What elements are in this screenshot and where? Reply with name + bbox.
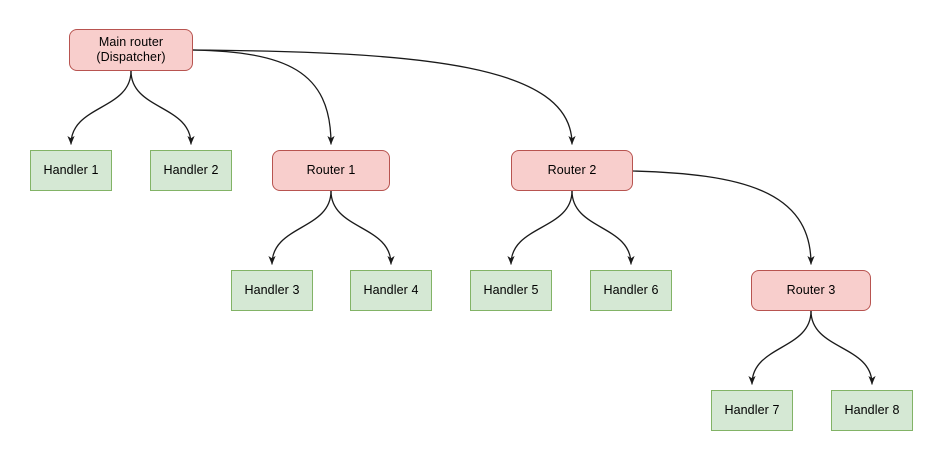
edge-router-2-to-handler-6 xyxy=(571,190,635,265)
edge-router-2-to-handler-5 xyxy=(507,190,573,265)
edge-router-1-to-handler-4 xyxy=(330,190,395,265)
node-label-handler-4: Handler 4 xyxy=(363,283,419,297)
node-router-3[interactable]: Router 3 xyxy=(751,270,871,311)
node-handler-7[interactable]: Handler 7 xyxy=(711,390,793,431)
edge-router-1-to-handler-3 xyxy=(268,190,332,265)
node-handler-4[interactable]: Handler 4 xyxy=(350,270,432,311)
edge-main-to-handler-2 xyxy=(130,70,195,145)
node-handler-8[interactable]: Handler 8 xyxy=(831,390,913,431)
node-handler-5[interactable]: Handler 5 xyxy=(470,270,552,311)
node-router-1[interactable]: Router 1 xyxy=(272,150,390,191)
node-main-router[interactable]: Main router (Dispatcher) xyxy=(69,29,193,71)
node-label-handler-1: Handler 1 xyxy=(43,163,99,177)
node-handler-2[interactable]: Handler 2 xyxy=(150,150,232,191)
node-label-handler-8: Handler 8 xyxy=(844,403,900,417)
node-label-handler-6: Handler 6 xyxy=(603,283,659,297)
edges-group xyxy=(67,49,876,385)
edge-main-to-router-1 xyxy=(192,49,335,145)
node-label-handler-2: Handler 2 xyxy=(163,163,219,177)
node-label-handler-3: Handler 3 xyxy=(244,283,300,297)
edge-main-to-handler-1 xyxy=(67,70,132,145)
node-label-router-1: Router 1 xyxy=(306,163,356,177)
node-handler-6[interactable]: Handler 6 xyxy=(590,270,672,311)
edge-router-3-to-handler-7 xyxy=(748,310,812,385)
node-label-handler-5: Handler 5 xyxy=(483,283,539,297)
edge-router-3-to-handler-8 xyxy=(810,310,876,385)
node-label-handler-7: Handler 7 xyxy=(724,403,780,417)
node-label-router-2: Router 2 xyxy=(547,163,597,177)
node-label-router-3: Router 3 xyxy=(786,283,836,297)
node-label-main-router: Main router (Dispatcher) xyxy=(96,35,166,64)
node-router-2[interactable]: Router 2 xyxy=(511,150,633,191)
edge-main-to-router-2 xyxy=(192,49,576,145)
node-handler-3[interactable]: Handler 3 xyxy=(231,270,313,311)
edge-router-2-to-router-3 xyxy=(632,170,815,265)
node-handler-1[interactable]: Handler 1 xyxy=(30,150,112,191)
